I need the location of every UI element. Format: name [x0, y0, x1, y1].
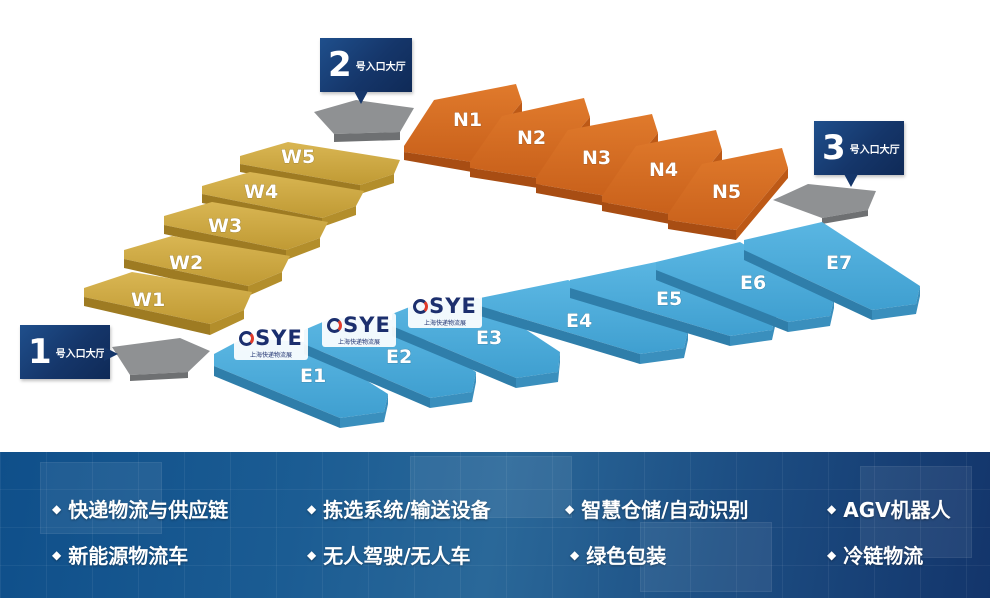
entrance-2-pad — [314, 100, 414, 134]
entrance-3-label: 号入口大厅 — [849, 144, 900, 156]
hall-label-E1: E1 — [300, 365, 326, 387]
category-item: ◆绿色包装 — [570, 544, 667, 568]
exhibition-floor-map: W5 W4 W3 W2 W1 N1 N2 N3 N4 N5 E1 E2 E3 E… — [84, 84, 920, 428]
entrance-2-sign[interactable]: 2 号入口大厅 — [320, 38, 412, 104]
category-item: ◆AGV机器人 — [827, 498, 951, 522]
entrance-3-pad-side — [822, 210, 868, 224]
hall-label-N3: N3 — [582, 147, 611, 169]
diamond-bullet-icon: ◆ — [565, 501, 575, 516]
brand-c-mark-icon — [413, 298, 429, 314]
entrance-2-label: 号入口大厅 — [355, 61, 406, 73]
brand-word: SYE — [343, 312, 391, 337]
brand-c-mark-icon — [239, 330, 255, 346]
brand-subtitle: 上海快递物流展 — [423, 319, 466, 327]
hall-N5[interactable] — [668, 148, 788, 240]
entrance-3-number: 3 — [822, 128, 846, 168]
east-halls — [214, 222, 920, 428]
diamond-bullet-icon: ◆ — [827, 547, 837, 562]
entrance-1-number: 1 — [28, 332, 52, 372]
category-item: ◆新能源物流车 — [52, 544, 189, 568]
hall-label-E2: E2 — [386, 346, 412, 368]
hall-label-E5: E5 — [656, 288, 682, 310]
hall-label-N4: N4 — [649, 159, 678, 181]
diamond-bullet-icon: ◆ — [52, 547, 62, 562]
exhibit-category-banner: ◆快递物流与供应链 ◆拣选系统/输送设备 ◆智慧仓储/自动识别 ◆AGV机器人 … — [0, 452, 990, 598]
brand-word: SYE — [255, 325, 303, 350]
diamond-bullet-icon: ◆ — [307, 547, 317, 562]
entrance-1-pad — [112, 338, 210, 375]
entrance-1-sign[interactable]: 1 号入口大厅 — [20, 325, 118, 379]
brand-logo-1: SYE 上海快递物流展 — [234, 326, 308, 360]
hall-label-W5: W5 — [281, 146, 315, 168]
hall-E5[interactable] — [570, 262, 776, 346]
entrance-3-sign[interactable]: 3 号入口大厅 — [814, 121, 904, 187]
hall-label-W2: W2 — [169, 252, 203, 274]
brand-c-mark-icon — [327, 317, 343, 333]
hall-label-N2: N2 — [517, 127, 546, 149]
hall-label-E4: E4 — [566, 310, 592, 332]
diamond-bullet-icon: ◆ — [827, 501, 837, 516]
diamond-bullet-icon: ◆ — [570, 547, 580, 562]
hall-label-W1: W1 — [131, 289, 165, 311]
hall-label-E6: E6 — [740, 272, 766, 294]
category-item: ◆快递物流与供应链 — [52, 498, 229, 522]
brand-word: SYE — [429, 293, 477, 318]
category-item: ◆智慧仓储/自动识别 — [565, 498, 749, 522]
hall-label-N1: N1 — [453, 109, 482, 131]
brand-logo-2: SYE 上海快递物流展 — [322, 313, 396, 347]
brand-logo-3: SYE 上海快递物流展 — [408, 294, 482, 328]
hall-E4[interactable] — [480, 280, 688, 364]
category-item: ◆无人驾驶/无人车 — [307, 544, 471, 568]
hall-label-W3: W3 — [208, 215, 242, 237]
entrance-1-label: 号入口大厅 — [55, 348, 106, 360]
hall-E6[interactable] — [656, 242, 834, 332]
category-item: ◆冷链物流 — [827, 544, 924, 568]
hall-label-N5: N5 — [712, 181, 741, 203]
entrance-3-pad — [773, 184, 876, 218]
north-halls — [404, 84, 788, 240]
hall-label-W4: W4 — [244, 181, 278, 203]
hall-W1[interactable] — [84, 272, 252, 335]
brand-subtitle: 上海快递物流展 — [337, 338, 380, 346]
diamond-bullet-icon: ◆ — [307, 501, 317, 516]
category-item: ◆拣选系统/输送设备 — [307, 498, 491, 522]
entrance-2-number: 2 — [328, 45, 352, 85]
entrance-1-pad-side — [130, 372, 188, 381]
brand-subtitle: 上海快递物流展 — [249, 351, 292, 359]
hall-label-E7: E7 — [826, 252, 852, 274]
diamond-bullet-icon: ◆ — [52, 501, 62, 516]
hall-label-E3: E3 — [476, 327, 502, 349]
entrance-2-pad-side — [334, 132, 400, 142]
west-halls — [84, 142, 400, 335]
hall-E7[interactable] — [744, 222, 920, 320]
